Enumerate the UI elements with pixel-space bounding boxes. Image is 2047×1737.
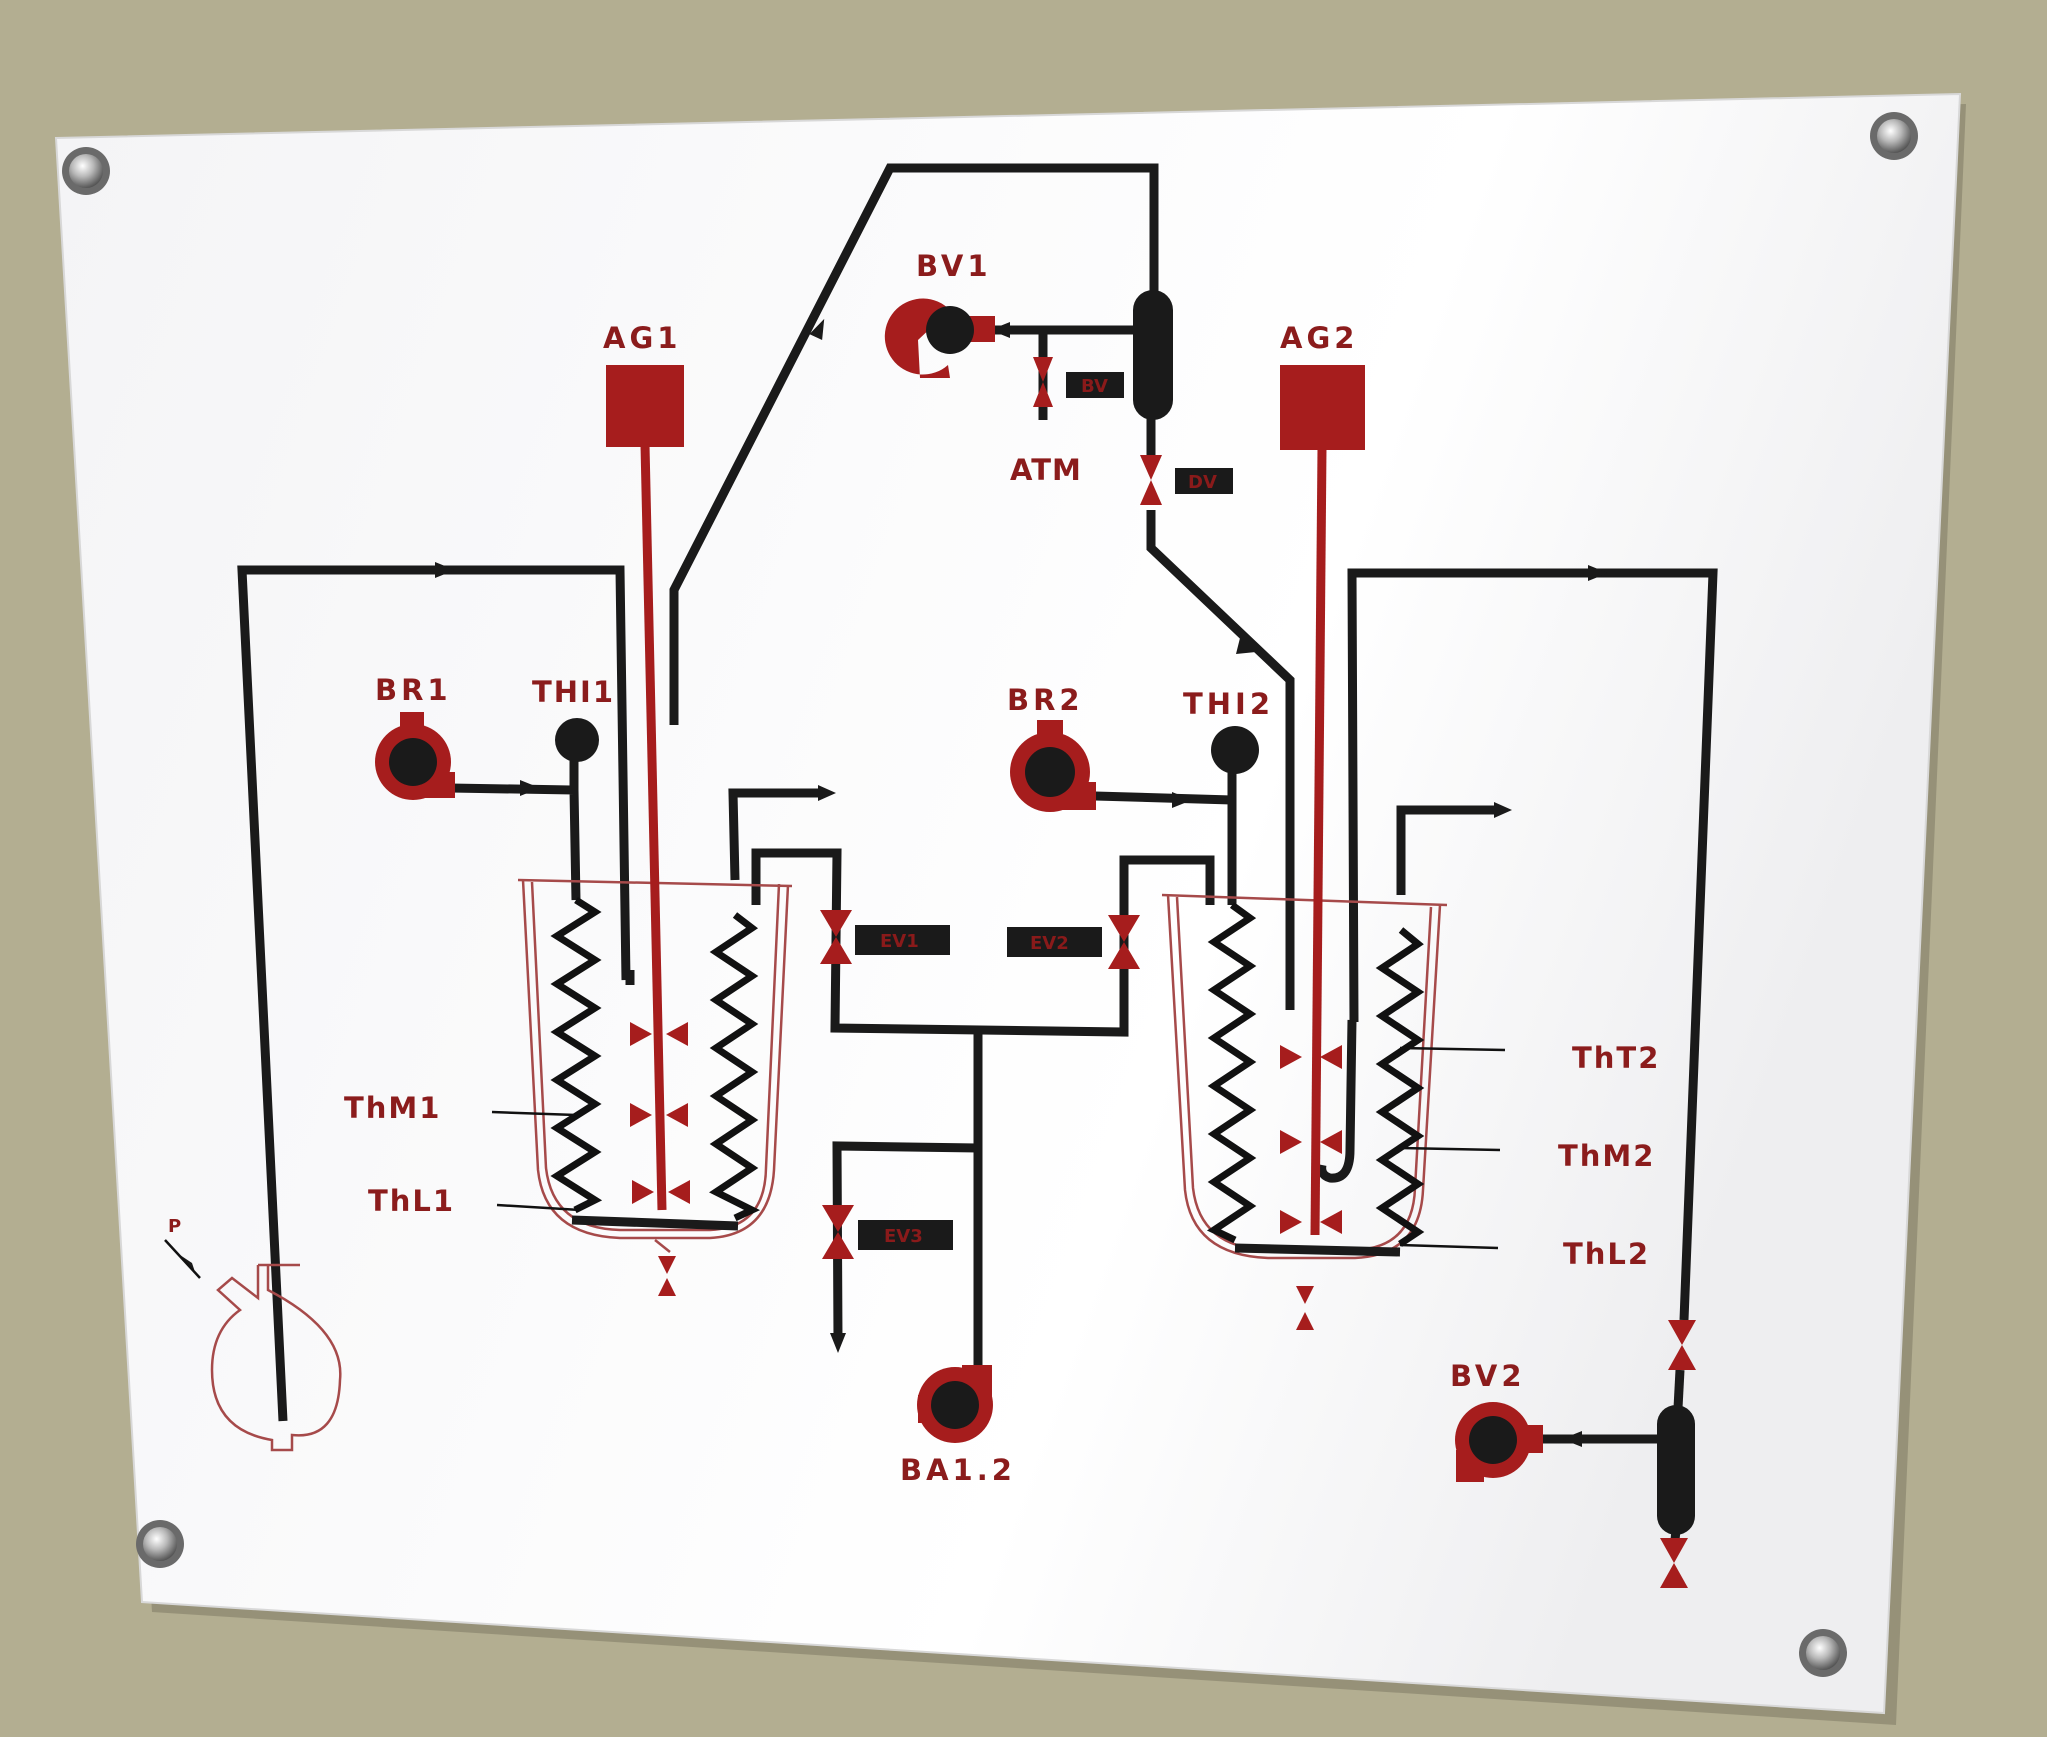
pump-bv2[interactable] <box>1455 1402 1543 1482</box>
valve-ev2[interactable] <box>1108 915 1140 969</box>
tank-2-drain-valve <box>1296 1286 1314 1330</box>
valve-tag-ev3: EV3 <box>884 1226 923 1247</box>
valve-tag-bv: BV <box>1081 376 1108 397</box>
valve-tag-dv-box <box>1175 468 1233 494</box>
tank-1-bottom-plate <box>571 1215 739 1231</box>
arrow-flow-1 <box>435 562 455 578</box>
p-pointer <box>164 1239 201 1279</box>
valve-bv2-top[interactable] <box>1668 1320 1696 1370</box>
label-thl1: ThL1 <box>368 1184 455 1218</box>
valve-ev3[interactable] <box>822 1205 854 1259</box>
coil-outlet-2 <box>1396 805 1500 895</box>
white-panel <box>54 92 1962 1715</box>
coil-tank1-right <box>709 912 761 1222</box>
label-thl2: ThL2 <box>1563 1237 1650 1271</box>
label-p: P <box>168 1216 181 1237</box>
thi2-bulb <box>1211 726 1259 774</box>
bolt-top-left <box>62 147 110 195</box>
label-bv2: BV2 <box>1450 1359 1526 1393</box>
pump-bv1[interactable] <box>884 298 995 378</box>
bolt-bottom-left <box>136 1520 184 1568</box>
pump-br1[interactable] <box>375 712 455 800</box>
label-thi2: THI2 <box>1183 687 1274 721</box>
ag1-shaft <box>640 444 667 1211</box>
coil-thm2 <box>1206 902 1257 1244</box>
thl2-leader <box>1399 1243 1499 1250</box>
agitator-ag2[interactable] <box>1280 365 1365 450</box>
coil-tht2 <box>1375 927 1425 1247</box>
ag1-blades <box>630 1022 690 1204</box>
tank-1-inner <box>530 881 781 1232</box>
valve-ev1[interactable] <box>820 910 852 964</box>
feed-line-right <box>1347 568 1718 1321</box>
label-ag1: AG1 <box>603 321 681 355</box>
ag2-shaft <box>1310 447 1327 1236</box>
vapour-line-2 <box>1146 510 1295 1010</box>
valve-tag-ev1: EV1 <box>880 931 919 952</box>
tank-1-drain-valve <box>654 1239 676 1296</box>
label-bv1: BV1 <box>916 249 992 283</box>
valve-bv2-bottom[interactable] <box>1660 1538 1688 1588</box>
condenser-bottom <box>1657 1405 1695 1535</box>
label-br1: BR1 <box>375 673 452 707</box>
tank-1 <box>521 879 790 1240</box>
condenser-bottom-in <box>1673 1369 1685 1409</box>
thl1-leader <box>496 1203 581 1212</box>
label-br2: BR2 <box>1007 683 1084 717</box>
valve-dv[interactable] <box>1140 455 1162 505</box>
tank-2-rim <box>1161 893 1448 907</box>
arrow-flow-4 <box>1236 638 1256 654</box>
bolt-bottom-right <box>1799 1629 1847 1677</box>
arrow-br1 <box>520 780 540 796</box>
thi1-bulb <box>555 718 599 762</box>
arrow-br2 <box>1172 792 1192 808</box>
ev3-line <box>832 1141 979 1341</box>
valve-tag-ev2: EV2 <box>1030 933 1069 954</box>
vapour-line-1 <box>669 163 1159 725</box>
pump-ba12[interactable] <box>917 1365 993 1443</box>
valve-tag-dv: DV <box>1188 472 1217 493</box>
feed-line-left <box>237 565 631 1422</box>
agitator-ag1[interactable] <box>606 365 684 447</box>
coil-thm1 <box>550 897 603 1214</box>
tank-2-bottom-plate <box>1234 1243 1401 1257</box>
thm1-leader <box>491 1110 577 1117</box>
valve-tag-ev1-box <box>855 925 950 955</box>
valve-tag-ev3-box <box>858 1220 953 1250</box>
tht2-leader <box>1399 1046 1506 1052</box>
arrow-ev3-outlet <box>830 1333 846 1353</box>
label-atm: ATM <box>1010 453 1082 487</box>
label-tht2: ThT2 <box>1572 1041 1660 1075</box>
arrow-coil-outlet-2 <box>1494 802 1512 818</box>
tank-2 <box>1166 894 1442 1260</box>
valve-tag-bv-box <box>1066 372 1124 398</box>
arrow-bv1 <box>990 322 1010 338</box>
ag2-blades <box>1280 1045 1342 1234</box>
label-thm1: ThM1 <box>344 1091 441 1125</box>
tank2-hook <box>1317 1019 1357 1183</box>
valve-tag-ev2-box <box>1007 927 1102 957</box>
pump-br2[interactable] <box>1010 720 1096 812</box>
arrow-bv2 <box>1562 1431 1582 1447</box>
coil-outlet-1 <box>728 788 825 881</box>
label-ba12: BA1.2 <box>900 1453 1016 1487</box>
label-thm2: ThM2 <box>1558 1139 1655 1173</box>
arrow-flow-3 <box>1588 565 1608 581</box>
arrow-coil-outlet-1 <box>818 785 836 801</box>
flask <box>210 1263 342 1452</box>
bolt-top-right <box>1870 112 1918 160</box>
label-ag2: AG2 <box>1280 321 1358 355</box>
thm2-leader <box>1399 1146 1501 1152</box>
label-thi1: THI1 <box>532 675 615 709</box>
condenser-top <box>1133 290 1173 420</box>
arrow-flow-2 <box>809 318 825 341</box>
valve-bv[interactable] <box>1033 357 1053 407</box>
